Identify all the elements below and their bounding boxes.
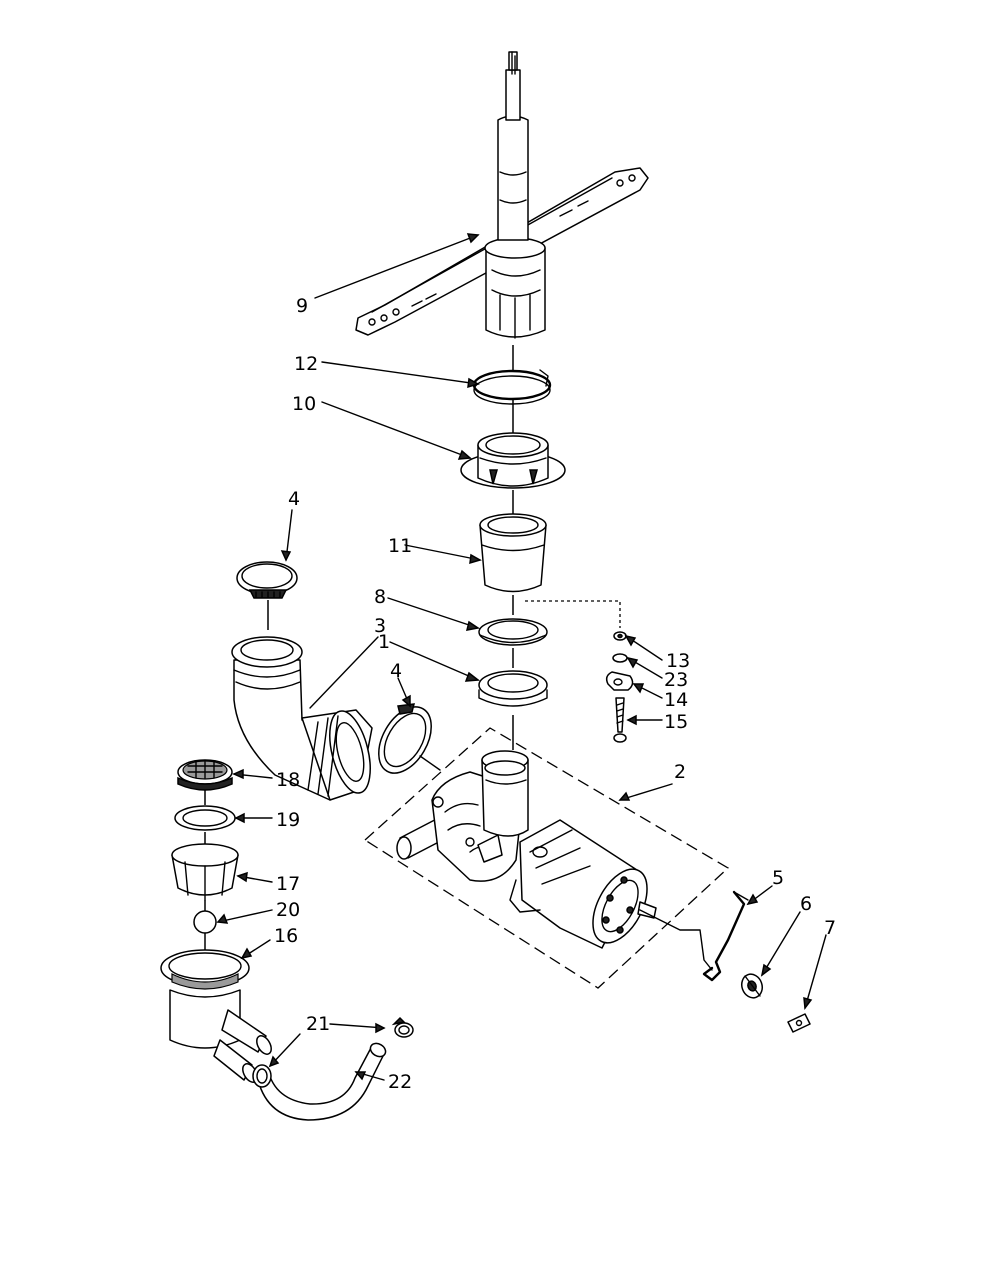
callout-13: 13	[666, 650, 690, 672]
callout-20: 20	[276, 899, 300, 921]
lower-spray-arm-part	[355, 51, 649, 339]
callout-1: 1	[378, 631, 390, 653]
leader-lines	[216, 233, 827, 1081]
callout-4-lower: 4	[390, 660, 402, 682]
callout-21: 21	[306, 1013, 330, 1035]
callout-4-upper: 4	[288, 488, 300, 510]
nut-part	[740, 973, 764, 999]
hose-clamp-lower-part	[378, 703, 441, 774]
callout-12: 12	[294, 353, 318, 375]
callout-23: 23	[664, 669, 688, 691]
callout-11: 11	[388, 535, 412, 557]
callout-16: 16	[274, 925, 298, 947]
callout-3: 3	[374, 615, 386, 637]
callout-10: 10	[292, 393, 316, 415]
check-ball-part	[193, 910, 217, 934]
callout-15: 15	[664, 711, 688, 733]
callout-18: 18	[276, 769, 300, 791]
strainer-body-part	[171, 843, 239, 901]
flange-adapter-part	[460, 432, 566, 489]
sump-housing-part	[160, 949, 272, 1083]
seal-ring-8-part	[478, 618, 548, 646]
retaining-ring-part	[472, 369, 552, 405]
callout-14: 14	[664, 689, 688, 711]
callout-5: 5	[772, 867, 784, 889]
fastener-set-part	[605, 631, 634, 743]
sleeve-part	[479, 513, 547, 593]
callout-9: 9	[296, 295, 308, 317]
callout-17: 17	[276, 873, 300, 895]
hose-clamp-small-part	[252, 1016, 414, 1088]
hose-clamp-upper-part	[236, 561, 298, 599]
elbow-hose-part	[231, 636, 373, 801]
callout-19: 19	[276, 809, 300, 831]
callout-22: 22	[388, 1071, 412, 1093]
plate-part	[787, 1013, 811, 1033]
wire-clip-part	[702, 890, 749, 982]
strainer-cap-part	[177, 759, 233, 791]
callout-2: 2	[674, 761, 686, 783]
strainer-ring-part	[174, 805, 236, 831]
drain-hose-part	[257, 1042, 387, 1121]
callout-labels: 9 12 10 4 11 3 8 1 4 13 23 14 15 2 18 19…	[274, 295, 836, 1093]
callout-6: 6	[800, 893, 812, 915]
callout-8: 8	[374, 586, 386, 608]
pump-motor-assembly-part	[363, 727, 730, 989]
callout-7: 7	[824, 917, 836, 939]
seal-ring-1-part	[478, 670, 548, 707]
